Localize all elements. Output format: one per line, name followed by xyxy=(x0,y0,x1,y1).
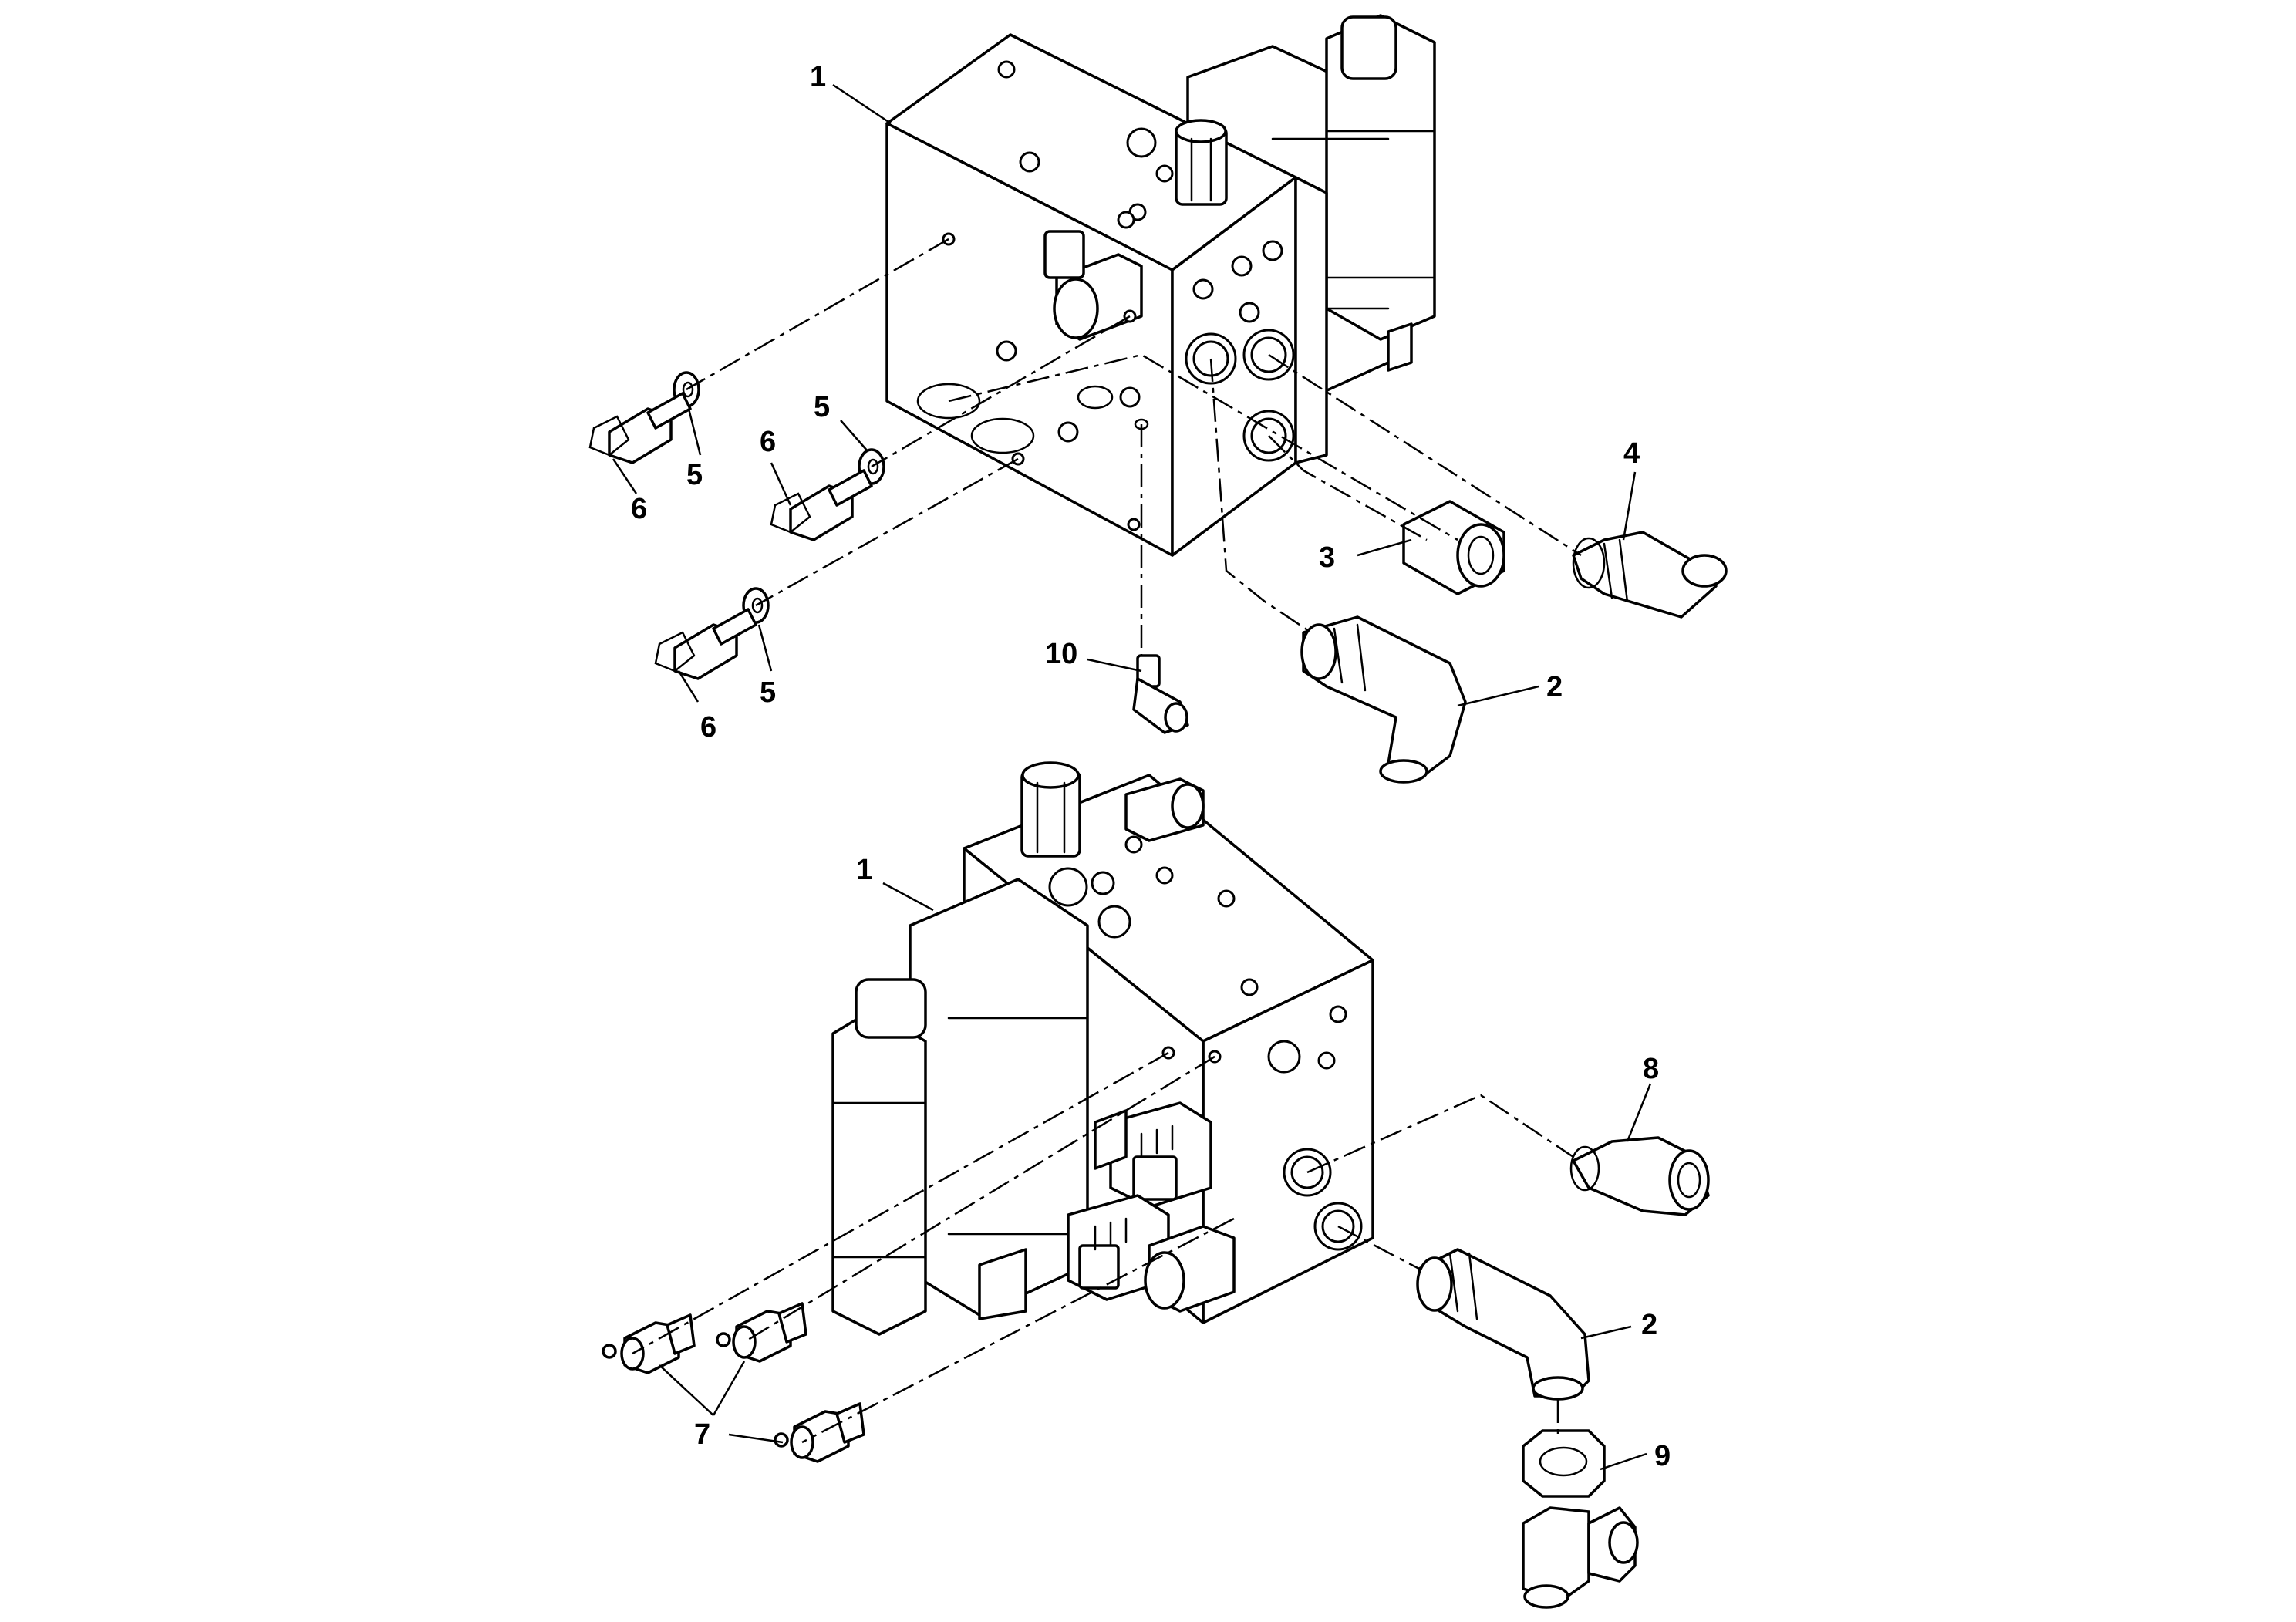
top-fitting-straight xyxy=(1402,500,1505,595)
top-fitting-small xyxy=(1132,654,1189,734)
top-elbow-right xyxy=(1572,531,1728,619)
bottom-elbow-long xyxy=(1416,1248,1590,1401)
callout-2-top: 2 xyxy=(1546,671,1563,703)
callout-6-top-c: 6 xyxy=(700,711,716,744)
bottom-tee-fitting xyxy=(1522,1429,1639,1609)
top-screw-c xyxy=(654,608,757,680)
bottom-connector-a xyxy=(1109,1101,1212,1209)
bottom-elbow-45 xyxy=(1569,1136,1710,1216)
top-elbow-long xyxy=(1300,615,1467,784)
bottom-plug-b xyxy=(716,1302,807,1363)
callout-9-bottom: 9 xyxy=(1654,1440,1671,1472)
callout-3-top: 3 xyxy=(1319,541,1335,574)
top-hex-plug xyxy=(1175,119,1228,206)
callout-6-top-b: 6 xyxy=(760,426,776,458)
callout-1-bottom: 1 xyxy=(856,854,872,886)
top-side-plug xyxy=(1043,230,1143,341)
top-screw-a xyxy=(588,392,692,464)
bottom-valve-block xyxy=(831,761,1374,1336)
callout-8-bottom: 8 xyxy=(1643,1053,1659,1085)
top-callouts: 1 5 5 5 6 6 6 3 4 10 2 xyxy=(612,61,1640,744)
callout-5-top-a: 5 xyxy=(686,459,703,491)
callout-5-top-b: 5 xyxy=(814,391,830,423)
top-screw-b xyxy=(770,469,873,541)
callout-5-top-c: 5 xyxy=(760,676,776,709)
callout-7-bottom: 7 xyxy=(694,1418,710,1451)
callout-4-top: 4 xyxy=(1623,437,1640,470)
callout-2-bottom: 2 xyxy=(1641,1309,1657,1341)
bottom-solenoid-housing xyxy=(831,878,1089,1336)
bottom-plug-a xyxy=(602,1313,696,1374)
callout-6-top-a: 6 xyxy=(631,493,647,525)
callout-1-top: 1 xyxy=(810,61,826,93)
bottom-side-plug xyxy=(1144,1225,1236,1313)
top-valve-block xyxy=(885,14,1436,557)
top-assembly-lines xyxy=(686,238,1582,656)
bottom-hex-plug xyxy=(1020,761,1205,858)
callout-10-top: 10 xyxy=(1045,638,1077,670)
bottom-connector-b xyxy=(1067,1194,1170,1301)
bottom-assembly-lines xyxy=(632,1051,1574,1444)
bottom-plug-c xyxy=(774,1402,865,1463)
bottom-callouts: 1 8 2 9 7 xyxy=(659,854,1671,1472)
